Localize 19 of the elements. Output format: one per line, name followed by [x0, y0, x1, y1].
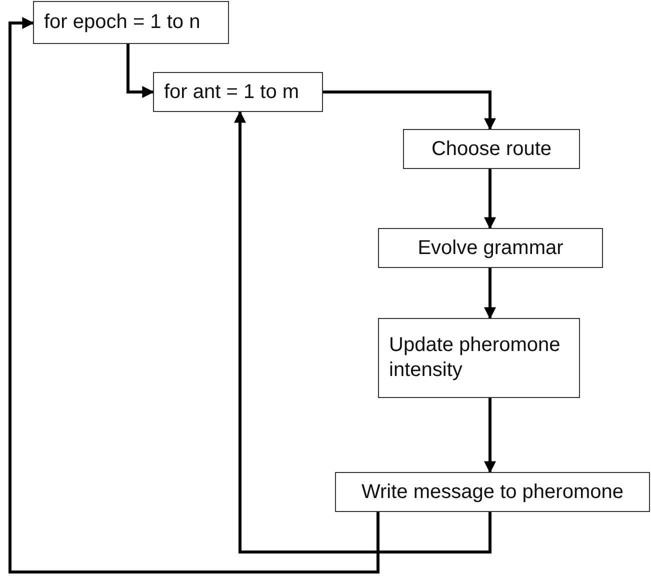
node-label: Update pheromone intensity — [389, 333, 562, 383]
node-label: Choose route — [431, 136, 552, 162]
process-box — [335, 472, 650, 512]
arrow — [234, 110, 492, 554]
process-box — [33, 1, 229, 44]
node-label: for epoch = 1 to n — [44, 10, 200, 35]
node-label: for ant = 1 to m — [164, 80, 300, 104]
arrow — [323, 90, 496, 130]
process-box — [153, 72, 323, 112]
arrow — [484, 268, 496, 320]
arrow — [8, 17, 380, 574]
arrow — [484, 398, 496, 474]
process-box — [378, 228, 603, 268]
node-label: Evolve grammar — [418, 236, 564, 260]
process-box — [378, 318, 580, 398]
node-label: Write message to pheromone — [362, 480, 624, 504]
arrow — [126, 44, 154, 98]
arrow — [484, 169, 496, 230]
process-box — [403, 129, 580, 169]
